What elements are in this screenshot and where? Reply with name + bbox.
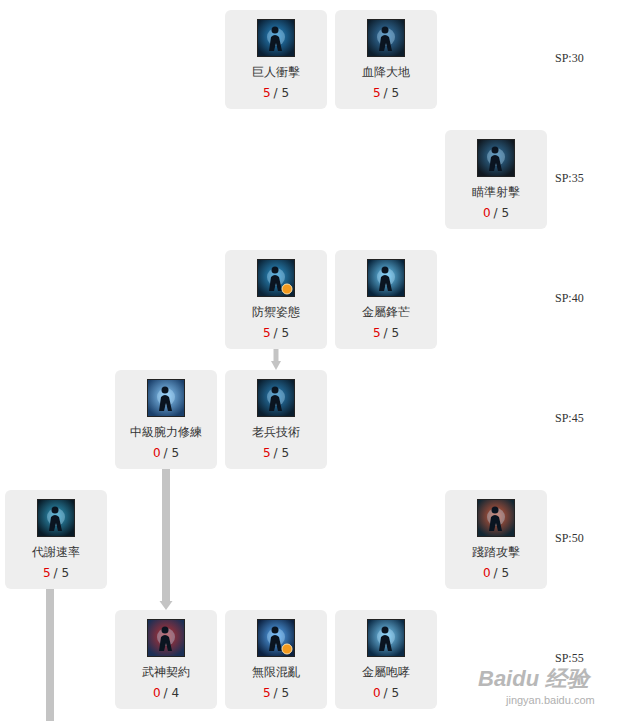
skill-card: 金屬咆哮 0/ 5 [335, 610, 437, 709]
skill-icon [367, 619, 405, 657]
skill-name: 巨人衝擊 [225, 64, 327, 80]
max-level: / 5 [274, 446, 290, 460]
skill-icon [37, 499, 75, 537]
current-level: 0 [373, 686, 381, 700]
max-level: / 5 [54, 566, 70, 580]
current-level: 5 [263, 86, 271, 100]
max-level: / 5 [274, 326, 290, 340]
sp-requirement: SP:35 [555, 171, 584, 186]
skill-level: 5/ 5 [5, 565, 107, 581]
skill-icon [257, 259, 295, 297]
skill-name: 金屬鋒芒 [335, 304, 437, 320]
arrow-head [160, 601, 173, 610]
continuing-wire [46, 588, 54, 721]
skill-name: 武神契約 [115, 664, 217, 680]
skill-level: 0/ 5 [445, 205, 547, 221]
skill-card: 老兵技術 5/ 5 [225, 370, 327, 469]
max-level: / 5 [494, 566, 510, 580]
max-level: / 5 [384, 326, 400, 340]
skill-name: 無限混亂 [225, 664, 327, 680]
skill-level: 5/ 5 [225, 325, 327, 341]
skill-level: 5/ 5 [225, 685, 327, 701]
sp-requirement: SP:30 [555, 51, 584, 66]
skill-level: 5/ 5 [225, 85, 327, 101]
skill-name: 中級腕力修練 [115, 424, 217, 440]
skill-level: 0/ 5 [115, 445, 217, 461]
current-level: 5 [263, 446, 271, 460]
current-level: 0 [153, 446, 161, 460]
current-level: 0 [483, 206, 491, 220]
skill-card: 血降大地 5/ 5 [335, 10, 437, 109]
max-level: / 5 [494, 206, 510, 220]
skill-level: 0/ 4 [115, 685, 217, 701]
skill-card: 無限混亂 5/ 5 [225, 610, 327, 709]
sp-requirement: SP:40 [555, 291, 584, 306]
max-level: / 4 [164, 686, 180, 700]
sp-requirement: SP:50 [555, 531, 584, 546]
current-level: 5 [43, 566, 51, 580]
skill-name: 血降大地 [335, 64, 437, 80]
skill-icon [477, 499, 515, 537]
skill-icon [147, 619, 185, 657]
sp-requirement: SP:45 [555, 411, 584, 426]
watermark: Baidu 经验 [478, 664, 589, 694]
current-level: 0 [153, 686, 161, 700]
connector-line [274, 349, 279, 361]
max-level: / 5 [164, 446, 180, 460]
skill-level: 5/ 5 [225, 445, 327, 461]
skill-icon [257, 379, 295, 417]
arrow-head [271, 361, 281, 370]
skill-icon [477, 139, 515, 177]
skill-card: 踐踏攻擊 0/ 5 [445, 490, 547, 589]
skill-card: 瞄準射擊 0/ 5 [445, 130, 547, 229]
current-level: 5 [263, 326, 271, 340]
skill-icon [147, 379, 185, 417]
skill-name: 瞄準射擊 [445, 184, 547, 200]
current-level: 5 [263, 686, 271, 700]
skill-icon [257, 19, 295, 57]
skill-icon [367, 259, 405, 297]
connector-line [162, 469, 170, 601]
skill-icon [257, 619, 295, 657]
skill-level: 0/ 5 [335, 685, 437, 701]
skill-card: 代謝速率 5/ 5 [5, 490, 107, 589]
max-level: / 5 [384, 686, 400, 700]
skill-card: 金屬鋒芒 5/ 5 [335, 250, 437, 349]
skill-level: 5/ 5 [335, 85, 437, 101]
skill-name: 老兵技術 [225, 424, 327, 440]
max-level: / 5 [384, 86, 400, 100]
current-level: 5 [373, 86, 381, 100]
skill-name: 踐踏攻擊 [445, 544, 547, 560]
skill-name: 代謝速率 [5, 544, 107, 560]
prerequisite-arrow [271, 349, 281, 370]
skill-card: 武神契約 0/ 4 [115, 610, 217, 709]
skill-level: 0/ 5 [445, 565, 547, 581]
skill-card: 中級腕力修練 0/ 5 [115, 370, 217, 469]
skill-name: 金屬咆哮 [335, 664, 437, 680]
sp-requirement: SP:55 [555, 651, 584, 666]
max-level: / 5 [274, 686, 290, 700]
skill-name: 防禦姿態 [225, 304, 327, 320]
current-level: 0 [483, 566, 491, 580]
current-level: 5 [373, 326, 381, 340]
watermark-url: jingyan.baidu.com [506, 694, 595, 706]
skill-icon [367, 19, 405, 57]
prerequisite-arrow [160, 469, 173, 610]
skill-level: 5/ 5 [335, 325, 437, 341]
skill-card: 巨人衝擊 5/ 5 [225, 10, 327, 109]
max-level: / 5 [274, 86, 290, 100]
skill-card: 防禦姿態 5/ 5 [225, 250, 327, 349]
